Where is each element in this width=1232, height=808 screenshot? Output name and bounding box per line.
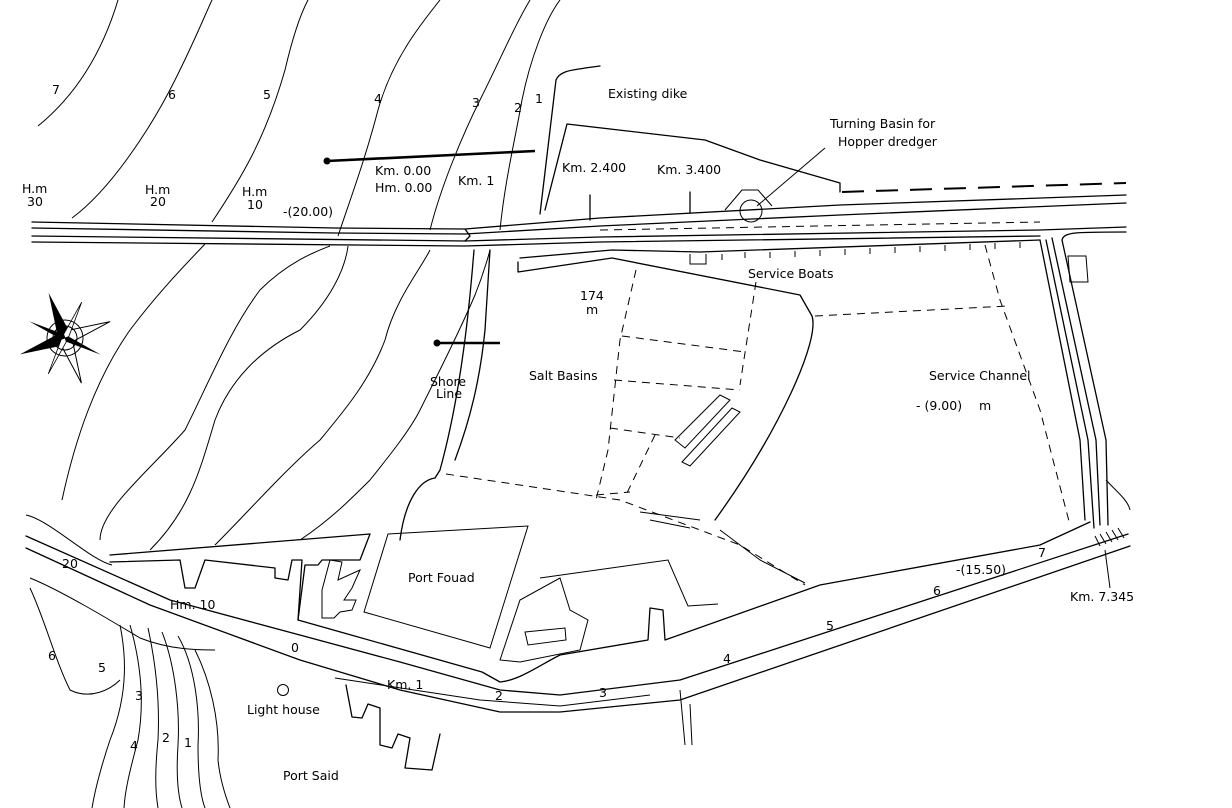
depth-9-unit: m	[979, 398, 991, 413]
service-boats-label: Service Boats	[748, 266, 833, 281]
depth-20-label: -(20.00)	[283, 204, 333, 219]
map-labels: Existing dike Turning Basin for Hopper d…	[62, 86, 1134, 783]
num-20-label: 20	[62, 556, 78, 571]
hm-10-label: Hm. 10	[170, 597, 215, 612]
contour-label: 4	[374, 91, 382, 106]
contour-label: 4	[130, 738, 138, 753]
km-3400-label: Km. 3.400	[657, 162, 721, 177]
salt-m-label: m	[586, 302, 598, 317]
depth-markers: H.m 30 H.m 20 H.m 10	[22, 181, 267, 212]
channel-km-numbers: 2 3 4 5 6 7	[495, 545, 1046, 703]
depth-marker-label: H.m	[145, 182, 170, 197]
port-said-label: Port Said	[283, 768, 339, 783]
contour-label: 5	[98, 660, 106, 675]
channel-km-number: 4	[723, 651, 731, 666]
num-0-label: 0	[291, 640, 299, 655]
contour-label: 2	[162, 730, 170, 745]
hm-000-label: Hm. 0.00	[375, 180, 432, 195]
contour-label: 6	[168, 87, 176, 102]
breakwater-north	[323, 149, 536, 347]
contour-label: 1	[535, 91, 543, 106]
shore-line-label: Shore	[430, 374, 466, 389]
depth-9-label: - (9.00)	[916, 398, 962, 413]
contour-label: 2	[514, 100, 522, 115]
depth-contours-north	[25, 0, 561, 566]
contour-labels-north: 7 6 5 4 3 2 1	[52, 82, 543, 115]
depth-marker-value: 10	[247, 197, 263, 212]
km-7345-label: Km. 7.345	[1070, 589, 1134, 604]
existing-dike	[539, 65, 1127, 223]
contour-label: 5	[263, 87, 271, 102]
channel-km-number: 6	[933, 583, 941, 598]
depth-marker-value: 20	[150, 194, 166, 209]
depth-marker-value: 30	[27, 194, 43, 209]
salt-basins-label: Salt Basins	[529, 368, 598, 383]
existing-dike-label: Existing dike	[608, 86, 688, 101]
service-channel-label: Service Channel	[929, 368, 1031, 383]
port-fouad-label: Port Fouad	[408, 570, 475, 585]
channel-km-number: 7	[1038, 545, 1046, 560]
north-arrow-icon	[19, 292, 111, 384]
turning-basin-label: Hopper dredger	[838, 134, 938, 149]
contour-label: 7	[52, 82, 60, 97]
salt-174-label: 174	[580, 288, 604, 303]
depth-marker-label: H.m	[22, 181, 47, 196]
contour-label: 3	[472, 95, 480, 110]
depth-marker-label: H.m	[242, 184, 267, 199]
contour-label: 1	[184, 735, 192, 750]
contour-label: 3	[135, 688, 143, 703]
turning-basin-label: Turning Basin for	[829, 116, 936, 131]
contour-label: 6	[48, 648, 56, 663]
contour-labels-south: 6 5 3 4 2 1	[48, 648, 192, 753]
km-1-south-label: Km. 1	[387, 677, 423, 692]
port-said-entrance	[25, 527, 1131, 808]
shore-line-label: Line	[436, 386, 462, 401]
approach-channel	[31, 194, 1127, 247]
km-1-channel-label: Km. 1	[458, 173, 494, 188]
km-2400-label: Km. 2.400	[562, 160, 626, 175]
light-house-label: Light house	[247, 702, 320, 717]
channel-km-number: 2	[495, 688, 503, 703]
km-000-label: Km. 0.00	[375, 163, 431, 178]
channel-km-number: 3	[599, 685, 607, 700]
depth-1550-label: -(15.50)	[956, 562, 1006, 577]
canal-walls	[109, 231, 1131, 683]
channel-km-number: 5	[826, 618, 834, 633]
